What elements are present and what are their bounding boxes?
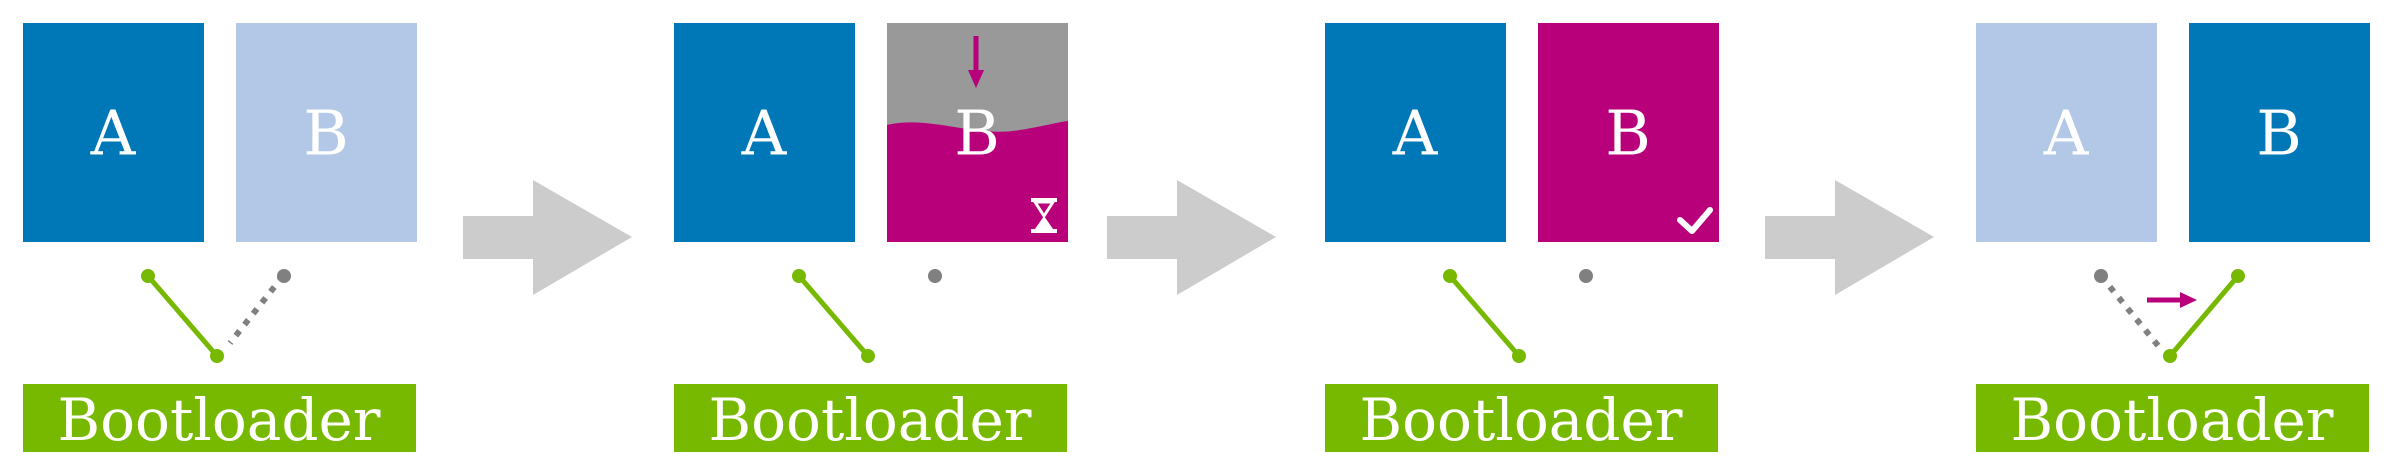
boot-connection-a: [1448, 274, 1521, 358]
arrow-down-icon: [968, 36, 984, 88]
bootloader-box: [1325, 384, 1718, 452]
slot-b-label: B: [2256, 97, 2302, 170]
slot-a-label: A: [1392, 97, 1439, 170]
disconnected-dot: [928, 269, 942, 283]
stage-3: A B Bootloader: [1325, 23, 1719, 454]
slot-a-box: [23, 23, 204, 242]
connection-dot: [2231, 269, 2245, 283]
bootloader-label: Bootloader: [709, 386, 1032, 454]
slot-b-label: B: [1605, 97, 1651, 170]
connection-dot: [1443, 269, 1457, 283]
bootloader-box: [23, 384, 416, 452]
bootloader-label: Bootloader: [58, 386, 381, 454]
bootloader-label: Bootloader: [1360, 386, 1683, 454]
slot-a-label: A: [2043, 97, 2090, 170]
transition-arrow-icon: [463, 180, 632, 295]
slot-b-box: [1538, 23, 1719, 242]
slot-b-label: B: [303, 97, 349, 170]
boot-connection-b: [2168, 274, 2240, 358]
hourglass-icon: [1031, 198, 1057, 233]
slot-a-box: [1976, 23, 2157, 242]
bootloader-label: Bootloader: [2011, 386, 2334, 454]
slot-b-box: [2189, 23, 2370, 242]
stage-4: A B Bootloader: [1976, 23, 2370, 454]
disconnected-dot: [277, 269, 291, 283]
boot-connection-b-inactive: [227, 274, 286, 345]
boot-connection-a: [146, 274, 219, 358]
connection-dot: [792, 269, 806, 283]
boot-connection-a: [797, 274, 870, 358]
boot-connection-a-inactive: [2098, 274, 2163, 350]
disconnected-dot: [2094, 269, 2108, 283]
connection-dot: [141, 269, 155, 283]
connection-dot: [1512, 349, 1526, 363]
connection-dot: [861, 349, 875, 363]
connection-dot: [2163, 349, 2177, 363]
checkmark-icon: [1677, 207, 1713, 234]
connection-dot: [210, 349, 224, 363]
slot-b-progress-fill: [887, 121, 1068, 242]
disconnected-dot: [1579, 269, 1593, 283]
bootloader-box: [1976, 384, 2369, 452]
slot-b-label: B: [954, 97, 1000, 170]
slot-a-label: A: [741, 97, 788, 170]
transition-arrow-icon: [1765, 180, 1934, 295]
stage-1: A B Bootloader: [23, 23, 417, 454]
slot-a-box: [674, 23, 855, 242]
slot-a-label: A: [90, 97, 137, 170]
bootloader-box: [674, 384, 1067, 452]
transition-arrow-icon: [1107, 180, 1276, 295]
arrow-right-icon: [2147, 292, 2197, 308]
slot-b-box: [236, 23, 417, 242]
slot-a-box: [1325, 23, 1506, 242]
stage-2: A B Bootloader: [674, 23, 1068, 454]
